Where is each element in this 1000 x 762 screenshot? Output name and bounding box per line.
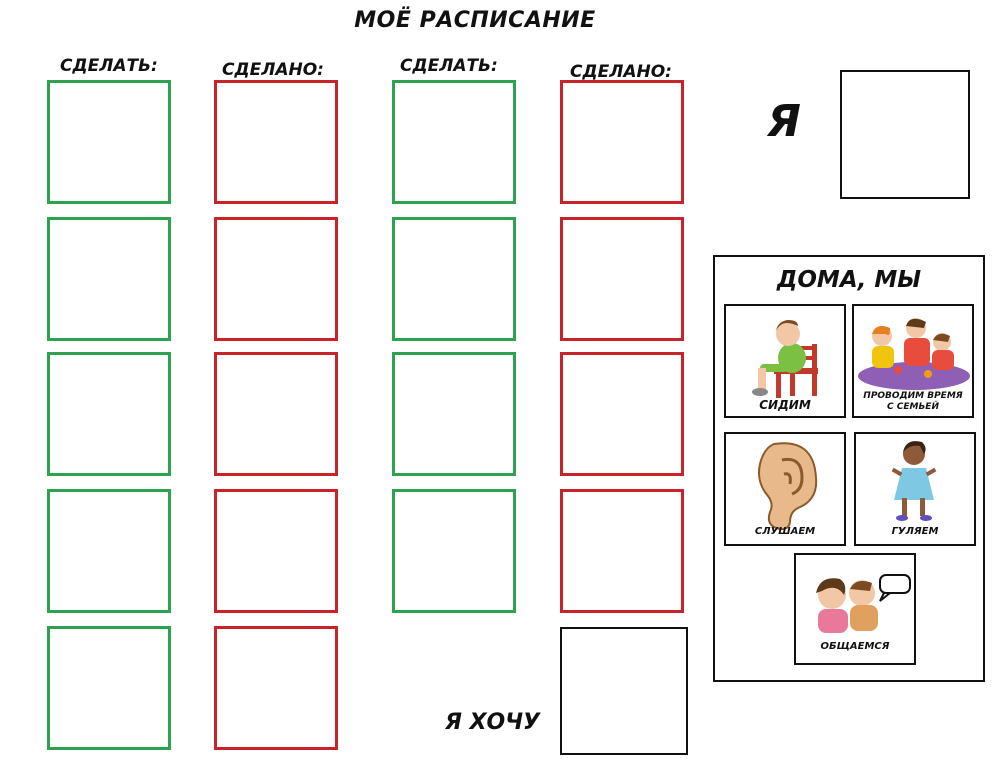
todo-slot[interactable]: [392, 489, 516, 613]
card-label: ОБЩАЕМСЯ: [820, 641, 890, 652]
boy-sitting-on-chair-icon: [752, 320, 818, 398]
me-label: Я: [767, 96, 801, 147]
card-family[interactable]: ПРОВОДИМ ВРЕМЯ С СЕМЬЕЙ: [852, 304, 974, 418]
todo-slot[interactable]: [47, 80, 171, 204]
done-slot[interactable]: [214, 352, 338, 476]
done-slot[interactable]: [214, 626, 338, 750]
todo-slot[interactable]: [47, 626, 171, 750]
done-slot[interactable]: [560, 217, 684, 341]
card-sitting[interactable]: СИДИМ: [724, 304, 846, 418]
card-label: ПРОВОДИМ ВРЕМЯ С СЕМЬЕЙ: [854, 391, 972, 413]
ear-icon: [758, 442, 818, 531]
done-slot[interactable]: [214, 80, 338, 204]
todo-slot[interactable]: [47, 489, 171, 613]
done-slot[interactable]: [560, 489, 684, 613]
done-slot[interactable]: [560, 352, 684, 476]
column-label-done-2: СДЕЛАНО:: [570, 62, 672, 82]
card-label: СЛУШАЕМ: [754, 526, 816, 537]
done-slot[interactable]: [214, 489, 338, 613]
done-slot[interactable]: [560, 80, 684, 204]
card-walking[interactable]: ГУЛЯЕМ: [854, 432, 976, 546]
me-slot[interactable]: [840, 70, 970, 199]
card-label: СИДИМ: [759, 398, 811, 412]
done-slot[interactable]: [214, 217, 338, 341]
panel-title: ДОМА, МЫ: [776, 267, 922, 293]
activities-panel: ДОМА, МЫ СИДИМ: [713, 255, 985, 682]
todo-slot[interactable]: [392, 352, 516, 476]
girl-walking-icon: [891, 441, 937, 521]
column-label-done-1: СДЕЛАНО:: [222, 60, 324, 80]
card-label-line-2: С СЕМЬЕЙ: [887, 402, 939, 412]
people-talking-icon: [816, 574, 911, 633]
todo-slot[interactable]: [392, 217, 516, 341]
page-title: МОЁ РАСПИСАНИЕ: [354, 8, 596, 33]
todo-slot[interactable]: [392, 80, 516, 204]
card-label: ГУЛЯЕМ: [891, 526, 939, 537]
card-talking[interactable]: ОБЩАЕМСЯ: [794, 553, 916, 665]
card-listening[interactable]: СЛУШАЕМ: [724, 432, 846, 546]
i-want-slot[interactable]: [560, 627, 688, 755]
family-picnic-icon: [858, 318, 970, 390]
todo-slot[interactable]: [47, 217, 171, 341]
i-want-label: Я ХОЧУ: [445, 710, 541, 735]
todo-slot[interactable]: [47, 352, 171, 476]
column-label-todo-1: СДЕЛАТЬ:: [60, 56, 158, 76]
card-label-line-1: ПРОВОДИМ ВРЕМЯ: [863, 391, 963, 401]
column-label-todo-2: СДЕЛАТЬ:: [400, 56, 498, 76]
